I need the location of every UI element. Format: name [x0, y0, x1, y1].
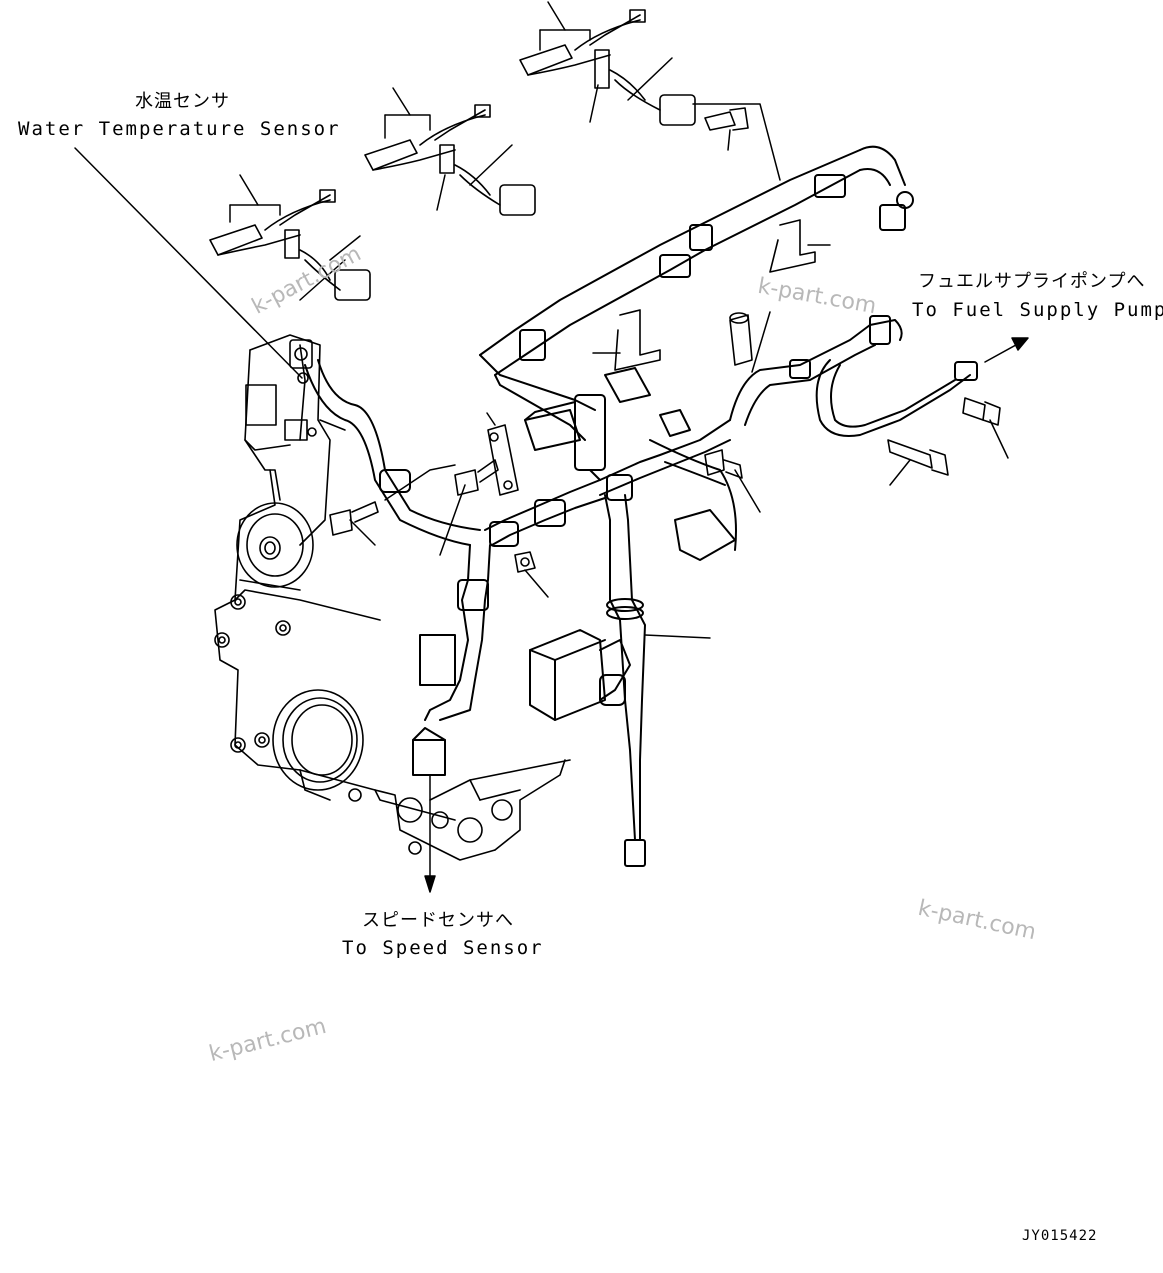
- drawing-code: JY015422: [1022, 1228, 1098, 1244]
- fuel-pump-label-jp: フュエルサプライポンプへ: [918, 271, 1146, 292]
- injector-harness-1: [209, 189, 371, 301]
- speed-sensor-label-en: To Speed Sensor: [342, 937, 544, 959]
- injector-harness-2: [364, 104, 536, 216]
- speed-sensor-label-jp: スピードセンサへ: [362, 910, 514, 931]
- engine-block: [214, 334, 571, 861]
- brackets: [487, 219, 816, 496]
- main-harness: [304, 145, 978, 867]
- leader-lines: [74, 1, 1029, 893]
- water-temp-sensor-label-en: Water Temperature Sensor: [18, 118, 341, 140]
- fuel-pump-label-en: To Fuel Supply Pump: [912, 299, 1163, 321]
- injector-harness-3: [519, 9, 696, 126]
- bolts: [329, 107, 1001, 573]
- water-temp-sensor-label-jp: 水温センサ: [135, 91, 230, 112]
